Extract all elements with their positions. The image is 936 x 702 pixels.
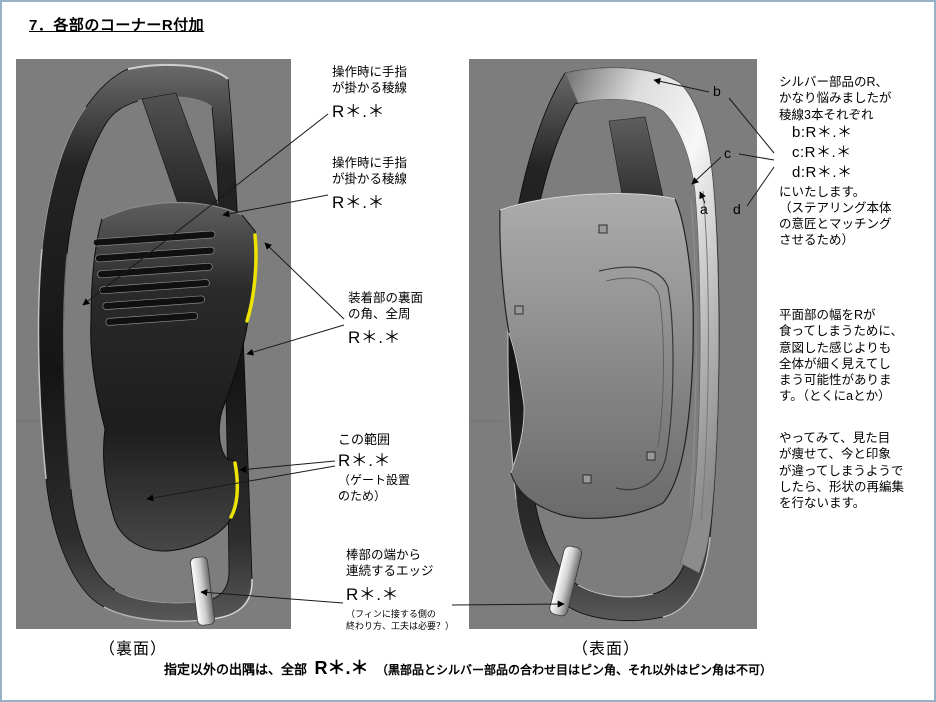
annotation-bar-edge: 棒部の端から 連続するエッジ R＊.＊ （フィンに接する側の 終わり方、工夫は必…: [346, 547, 454, 632]
annotation-text: 操作時に手指: [332, 65, 408, 79]
note-line: 平面部の幅をRが: [779, 308, 876, 322]
plate-highlights: [499, 192, 676, 474]
note-line: （ステアリング本体: [779, 200, 892, 215]
paddle-plate-front: [499, 192, 694, 519]
cad-viewport-front: [469, 59, 757, 629]
caption-front: （表面）: [571, 641, 640, 658]
annotation-text: が掛かる稜線: [332, 172, 408, 187]
note-line: が痩せて、今と印象: [779, 447, 891, 462]
annotation-text: 棒部の端から: [346, 548, 422, 562]
annotation-ridge-2: 操作時に手指 が掛かる稜線 R＊.＊: [332, 155, 407, 213]
cad-back-view-image: [16, 59, 291, 629]
flat-width-note: 平面部の幅をRが 食ってしまうために、 意図した感じよりも 全体が細く見えてし …: [779, 307, 934, 405]
annotation-text: この範囲: [338, 432, 391, 447]
radius-item-b: b:R＊.＊: [792, 123, 853, 141]
annotation-text: 操作時に手指: [332, 156, 408, 170]
silver-band-contours: [689, 190, 709, 522]
silver-part-note: シルバー部品のR、 かなり悩みましたが 稜線3本それぞれ b:R＊.＊ c:R＊…: [779, 74, 934, 249]
plate-holes: [514, 224, 656, 484]
note-line: させるため）: [779, 233, 855, 248]
edge-label-d: d: [733, 201, 741, 217]
cad-viewport-back: [16, 59, 291, 629]
annotation-note: （フィンに接する側の: [346, 608, 436, 619]
note-line: まう可能性がありま: [779, 373, 892, 387]
footer-suffix: （黒部品とシルバー部品の合わせ目はピン角、それ以外はピン角は不可）: [375, 663, 772, 677]
note-line: 食ってしまうために、: [779, 324, 904, 339]
annotation-note: 終わり方、工夫は必要？）: [346, 621, 455, 632]
note-line: かなり悩みましたが: [779, 91, 892, 106]
note-line: が違ってしまうようで: [779, 463, 904, 478]
annotation-text: が掛かる稜線: [332, 81, 408, 96]
radius-value: R＊.＊: [346, 584, 399, 604]
cad-front-view-image: [469, 59, 757, 629]
annotation-note: のため）: [338, 488, 387, 503]
radius-item-c: c:R＊.＊: [792, 144, 852, 161]
annotation-note: （ゲート設置: [338, 473, 411, 488]
annotation-gate-range: この範囲 R＊.＊ （ゲート設置 のため）: [338, 432, 410, 504]
annotation-text: 装着部の裏面: [348, 291, 424, 305]
footer-rule: 指定以外の出隅は、全部 R＊.＊ （黒部品とシルバー部品の合わせ目はピン角、それ…: [2, 654, 934, 680]
lever-end-silver-front: [549, 545, 583, 617]
radius-item-d: d:R＊.＊: [792, 164, 853, 182]
annotation-text: の角、全周: [348, 307, 411, 322]
note-line: やってみて、見た目: [779, 431, 891, 445]
edge-label-a: a: [700, 201, 708, 217]
note-line: にいたします。: [779, 184, 866, 199]
note-line: の意匠とマッチング: [779, 217, 892, 231]
note-line: す。（とくにaとか）: [779, 389, 891, 404]
radius-value: R＊.＊: [332, 101, 385, 121]
radius-value: R＊.＊: [338, 450, 391, 470]
caption-back: （裏面）: [98, 641, 167, 658]
note-line: を行ないます。: [779, 496, 866, 510]
reedit-note: やってみて、見た目 が痩せて、今と印象 が違ってしまうようで したら、形状の再編…: [779, 430, 934, 511]
annotation-text: 連続するエッジ: [346, 564, 434, 579]
annotation-ridge-1: 操作時に手指 が掛かる稜線 R＊.＊: [332, 64, 407, 122]
note-line: 全体が細く見えてし: [779, 356, 891, 371]
silver-part-band: [564, 67, 720, 574]
footer-radius: R＊.＊: [314, 658, 369, 678]
radius-value: R＊.＊: [332, 192, 385, 212]
page-title: 7．各部のコーナーR付加: [29, 17, 205, 34]
plate-inner-contours: [598, 266, 674, 491]
edge-label-b: b: [713, 83, 721, 99]
footer-prefix: 指定以外の出隅は、全部: [164, 662, 308, 677]
edge-label-c: c: [724, 145, 731, 161]
annotation-mount-back: 装着部の裏面 の角、全周 R＊.＊: [348, 290, 423, 348]
note-line: 意図した感じよりも: [779, 340, 892, 355]
note-line: シルバー部品のR、: [779, 75, 889, 89]
radius-value: R＊.＊: [348, 327, 401, 347]
note-line: したら、形状の再編集: [779, 479, 905, 494]
note-line: 稜線3本それぞれ: [779, 107, 874, 122]
